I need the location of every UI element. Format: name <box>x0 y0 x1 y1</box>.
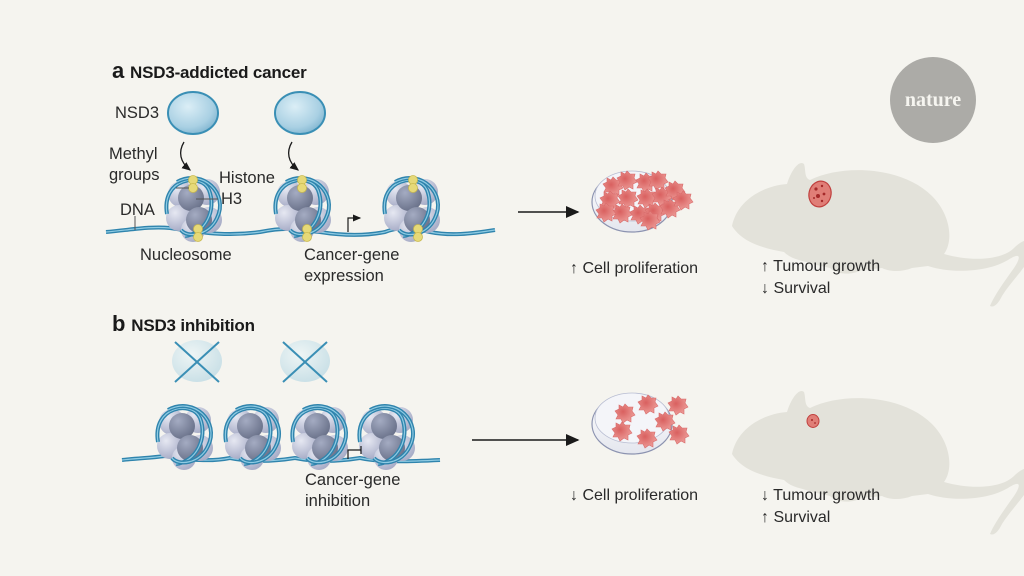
label-line: Methyl <box>109 145 158 163</box>
label-line: H3 <box>221 190 243 208</box>
nsd3-enzyme-icon <box>274 91 326 135</box>
label-cancer-gene-inhibition: Cancer-gene inhibition <box>305 470 400 512</box>
panel-b-graphics <box>121 340 1024 535</box>
label-line: expression <box>304 267 384 285</box>
tumour-large-icon <box>808 180 832 208</box>
methyl-group-icon <box>297 175 307 193</box>
panel-title: NSD3 inhibition <box>131 316 255 335</box>
label-nucleosome: Nucleosome <box>140 246 232 264</box>
panel-title: NSD3-addicted cancer <box>130 63 307 82</box>
outcome-tumour-a: ↑ Tumour growth ↓ Survival <box>761 256 880 300</box>
outcome-tumour-b: ↓ Tumour growth ↑ Survival <box>761 485 880 529</box>
nature-logo: nature <box>890 57 976 143</box>
nsd3-inhibited-icon <box>280 340 330 383</box>
label-dna: DNA <box>120 201 155 219</box>
label-methyl-groups: Methyl groups <box>109 144 159 186</box>
panel-letter: a <box>112 58 125 83</box>
label-line: Cancer-gene <box>304 246 400 264</box>
outcome-tumour-growth: ↓ Tumour growth <box>761 487 881 504</box>
label-line: groups <box>109 166 160 184</box>
outcome-survival: ↓ Survival <box>761 280 831 297</box>
methyl-group-icon <box>188 175 198 193</box>
tumour-small-icon <box>806 414 820 428</box>
curved-arrow-icon <box>287 141 300 171</box>
label-line: Cancer-gene <box>305 471 401 489</box>
panel-a-heading: a NSD3-addicted cancer <box>112 58 307 84</box>
transcription-start-icon <box>347 214 362 232</box>
label-cancer-gene-expression: Cancer-gene expression <box>304 245 399 287</box>
logo-text: nature <box>904 88 962 111</box>
outcome-tumour-growth: ↑ Tumour growth <box>761 258 881 275</box>
transcription-block-icon <box>347 446 362 459</box>
curved-arrow-icon <box>179 141 192 171</box>
panel-a-graphics <box>105 91 1024 307</box>
outcome-cell-proliferation-a: ↑ Cell proliferation <box>570 260 699 277</box>
nsd3-enzyme-icon <box>167 91 219 135</box>
label-histone-h3: Histone H3 <box>219 168 275 210</box>
panel-letter: b <box>112 311 126 336</box>
label-nsd3: NSD3 <box>115 104 160 122</box>
outcome-cell-proliferation-b: ↓ Cell proliferation <box>570 487 699 504</box>
outcome-survival: ↑ Survival <box>761 509 831 526</box>
panel-b-heading: b NSD3 inhibition <box>112 311 255 337</box>
label-line: Histone <box>219 169 275 187</box>
label-line: inhibition <box>305 492 371 510</box>
nsd3-inhibited-icon <box>172 340 222 383</box>
